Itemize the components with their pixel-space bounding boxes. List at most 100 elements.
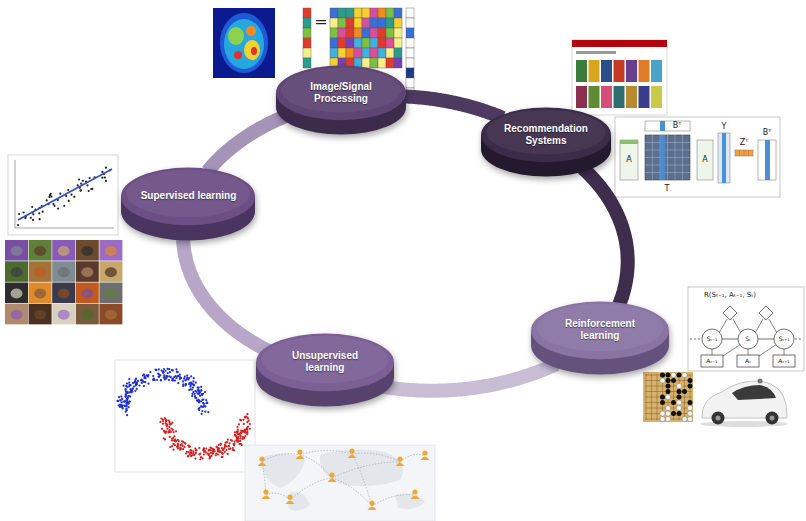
link-line: [300, 450, 352, 455]
cluster-point: [224, 451, 226, 453]
cluster-point: [189, 449, 191, 451]
board: [643, 372, 693, 422]
cluster-point: [204, 391, 206, 393]
image-subject: [105, 289, 117, 299]
cluster-point: [124, 400, 126, 402]
cluster-point: [190, 452, 192, 454]
cluster-point: [221, 456, 223, 458]
disc-label-area: Supervised learning: [138, 174, 239, 218]
data-point: [63, 205, 65, 207]
black-stone: [660, 395, 665, 400]
cluster-point: [128, 382, 130, 384]
cluster-point: [188, 377, 190, 379]
cluster-point: [247, 426, 249, 428]
cluster-point: [247, 417, 249, 419]
cluster-point: [164, 431, 166, 433]
matrix-cell: [386, 18, 394, 28]
cluster-point: [188, 455, 190, 457]
data-point: [89, 177, 91, 179]
data-point: [70, 194, 72, 196]
cluster-point: [239, 419, 241, 421]
cluster-point: [127, 403, 129, 405]
black-stone: [688, 384, 693, 389]
vector-cell: [406, 38, 414, 48]
cluster-point: [172, 449, 174, 451]
cluster-point: [184, 443, 186, 445]
grid-line: [645, 165, 690, 166]
state-circle: [702, 329, 722, 349]
ring-segment: [183, 238, 269, 351]
image-tile: [76, 240, 99, 261]
person-body: [258, 463, 267, 467]
cluster-point: [234, 431, 236, 433]
cluster-point: [165, 420, 167, 422]
cluster-point: [188, 446, 190, 448]
cluster-point: [166, 428, 168, 430]
cluster-point: [227, 445, 229, 447]
transition-line: [722, 339, 738, 340]
person-head: [259, 456, 264, 461]
cluster-point: [231, 440, 233, 442]
cluster-point: [132, 382, 134, 384]
cluster-point: [120, 396, 122, 398]
cluster-point: [126, 398, 128, 400]
vector-cell: [406, 58, 414, 68]
cluster-point: [143, 377, 145, 379]
math-symbol: Aₜ₋₁: [706, 358, 717, 364]
link-line: [352, 454, 372, 506]
cluster-point: [246, 413, 248, 415]
panel: [615, 117, 780, 197]
disc-node: Image/Signal Processing: [275, 64, 407, 136]
matrix-cell: [354, 8, 362, 18]
matrix-bt-col: [660, 121, 665, 131]
disc-top: [531, 302, 669, 360]
data-point: [67, 189, 69, 191]
cluster-point: [206, 402, 208, 404]
matrix-cell: [378, 8, 386, 18]
hub: [716, 416, 721, 421]
cluster-point: [237, 439, 239, 441]
cluster-point: [163, 374, 165, 376]
cluster-point: [123, 385, 125, 387]
cluster-point: [249, 423, 251, 425]
cluster-point: [126, 399, 128, 401]
cluster-point: [162, 420, 164, 422]
reward-line: [769, 319, 777, 333]
image-subject: [11, 310, 23, 320]
cluster-point: [180, 377, 182, 379]
cluster-point: [217, 449, 219, 451]
matrix-cell: [370, 58, 378, 68]
cluster-point: [126, 408, 128, 410]
matrix-cell: [370, 18, 378, 28]
vector-cell: [303, 28, 311, 38]
math-symbol: A: [702, 156, 707, 164]
cluster-point: [188, 382, 190, 384]
matrix-cell: [386, 58, 394, 68]
matrix-cell: [394, 18, 402, 28]
matrix-cell: [330, 28, 338, 38]
cluster-point: [143, 373, 145, 375]
cluster-point: [221, 456, 223, 458]
data-point: [32, 213, 34, 215]
cluster-point: [171, 428, 173, 430]
grid-line: [645, 172, 690, 173]
black-stone: [671, 400, 676, 405]
data-point: [101, 171, 103, 173]
link-line: [400, 454, 425, 462]
cluster-point: [123, 404, 125, 406]
ring-segment: [208, 116, 287, 171]
image-tile: [99, 283, 122, 304]
vector-cell: [303, 18, 311, 28]
cluster-point: [171, 369, 173, 371]
cluster-point: [117, 400, 119, 402]
disc-highlight: [126, 170, 249, 217]
cluster-point: [217, 447, 219, 449]
cluster-point: [227, 439, 229, 441]
cluster-point: [194, 448, 196, 450]
disc-node: Recommendation Systems: [480, 106, 612, 178]
cluster-point: [225, 449, 227, 451]
person-head: [297, 449, 302, 454]
image-subject: [105, 310, 117, 320]
cluster-point: [244, 431, 246, 433]
